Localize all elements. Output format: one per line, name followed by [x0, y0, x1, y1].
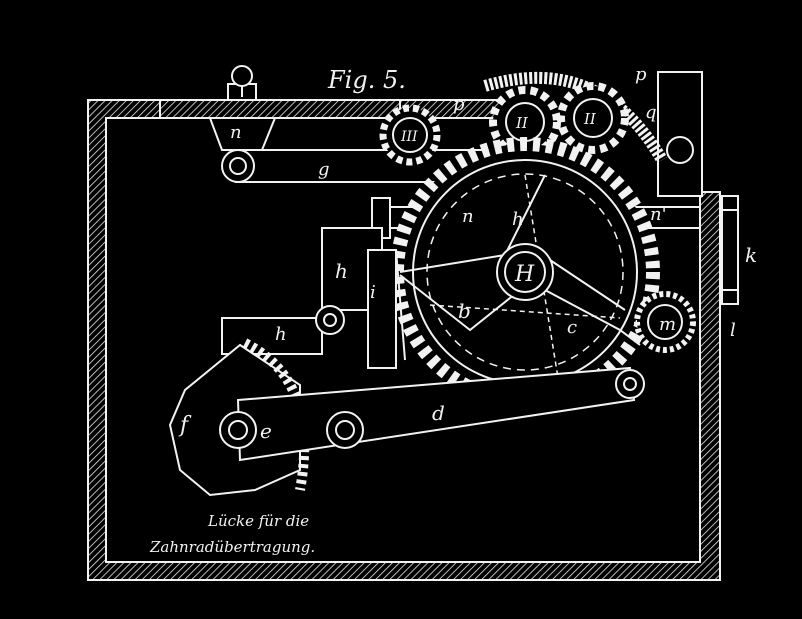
- small-gear-left: [379, 104, 441, 166]
- label-q: q: [645, 102, 657, 123]
- label-p-left: p: [453, 94, 465, 115]
- label-n: n: [230, 122, 242, 143]
- label-c: c: [567, 317, 577, 338]
- caption-line-1: Lücke für die: [207, 512, 309, 530]
- gear-mark-mid: II: [515, 114, 529, 132]
- label-i: i: [370, 282, 376, 303]
- label-b: b: [458, 299, 471, 323]
- hub-H: [496, 243, 554, 301]
- label-m: m: [659, 314, 676, 335]
- label-h-bracket: h: [275, 324, 287, 345]
- vertical-slide: [321, 227, 406, 369]
- figure-title: Fig. 5.: [327, 66, 406, 94]
- toothed-arc: [483, 71, 668, 163]
- connecting-bar-d: [219, 366, 645, 462]
- right-bracket: [657, 71, 703, 197]
- label-h-rail: h: [512, 209, 524, 230]
- small-gear-right: [557, 82, 629, 154]
- label-h-slide: h: [335, 259, 348, 283]
- label-g: g: [318, 159, 330, 180]
- label-n-prime: n': [650, 204, 667, 225]
- label-n-rail: n: [462, 206, 474, 227]
- caption-line-2: Zahnradübertragung.: [149, 538, 315, 556]
- label-k: k: [745, 243, 757, 267]
- label-d: d: [432, 401, 445, 425]
- gear-mark-right: II: [583, 110, 597, 128]
- top-knob: [231, 65, 253, 87]
- label-l: l: [730, 320, 736, 341]
- label-H-hub: H: [514, 262, 535, 287]
- label-p-right: p: [635, 64, 647, 85]
- gear-mark-left: III: [400, 129, 418, 145]
- label-e: e: [260, 419, 272, 443]
- roller-m: [634, 291, 696, 353]
- side-plate-k: [721, 195, 739, 305]
